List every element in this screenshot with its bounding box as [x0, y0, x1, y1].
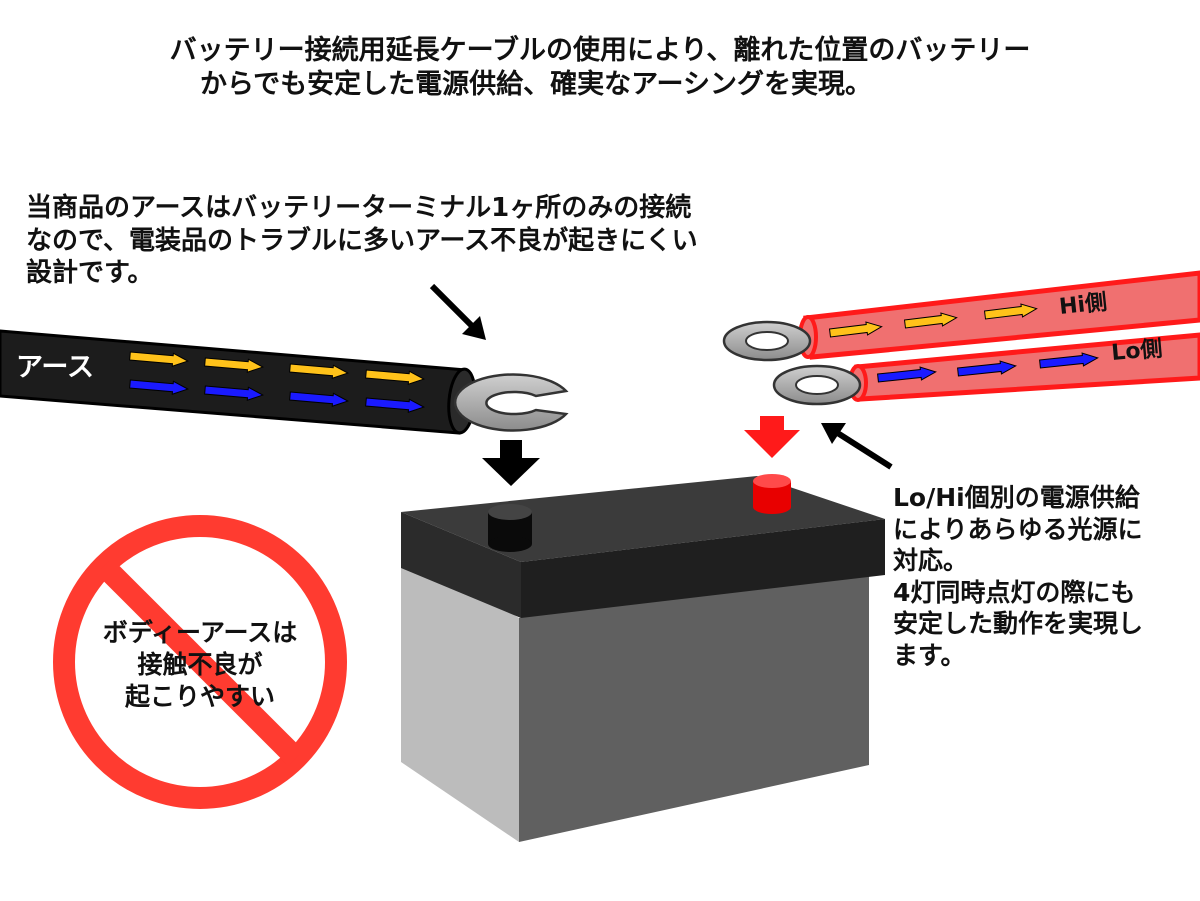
battery-lid-left: [401, 512, 521, 618]
battery-front: [519, 561, 869, 842]
power-note-line-2: によりあらゆる光源に: [893, 514, 1143, 544]
power-note-line-4: 4灯同時点灯の際にも: [893, 577, 1136, 607]
flow-arrow-blue-icon: [365, 397, 426, 413]
lo-cable-label: Lo側: [1110, 337, 1163, 366]
warning-line-1: ボディーアースは: [103, 618, 298, 647]
flow-arrow-yellow-icon: [828, 321, 883, 338]
negative-terminal: [488, 504, 532, 552]
flow-arrow-blue-icon: [1039, 352, 1099, 369]
lo-ring-terminal: [772, 364, 862, 406]
headline-line-1: バッテリー接続用延長ケーブルの使用により、離れた位置のバッテリー: [169, 35, 1031, 66]
warning-line-2: 接触不良が: [137, 650, 262, 679]
power-note: Lo/Hi個別の電源供給 によりあらゆる光源に 対応。 4灯同時点灯の際にも 安…: [893, 482, 1143, 671]
hi-ring-terminal: [722, 320, 812, 362]
positive-terminal: [753, 474, 791, 514]
flow-arrow-yellow-icon: [983, 303, 1038, 320]
warning-text: ボディーアースは 接触不良が 起こりやすい: [103, 618, 298, 711]
flow-arrow-yellow-icon: [129, 351, 190, 367]
headline: バッテリー接続用延長ケーブルの使用により、離れた位置のバッテリー からでも安定し…: [0, 34, 1200, 102]
ground-note-line-2: なので、電装品のトラブルに多いアース不良が起きにくい: [26, 225, 698, 256]
power-note-line-5: 安定した動作を実現し: [893, 609, 1144, 638]
pointer-arrow-ground-icon: [429, 283, 486, 340]
power-note-line-1: Lo/Hi個別の電源供給: [893, 483, 1140, 512]
prohibition-sign-icon: [53, 515, 347, 809]
flow-arrow-blue-icon: [129, 379, 190, 395]
flow-arrow-yellow-icon: [365, 369, 426, 385]
ground-ring-terminal: [453, 373, 569, 432]
hi-cable-label: Hi側: [1058, 290, 1108, 320]
down-arrow-red-icon: [744, 416, 800, 458]
flow-arrow-blue-icon: [957, 360, 1017, 377]
flow-arrow-blue-icon: [877, 366, 937, 383]
current-flow-arrows: [129, 303, 1099, 413]
power-note-line-6: ます。: [893, 640, 966, 670]
flow-arrow-blue-icon: [204, 385, 265, 401]
battery-side: [401, 545, 519, 842]
power-note-line-3: 対応。: [893, 546, 969, 575]
ground-note-line-1: 当商品のアースはバッテリーターミナル1ヶ所のみの接続: [26, 193, 692, 223]
battery-lid-front: [521, 519, 885, 618]
flow-arrow-blue-icon: [289, 391, 350, 407]
ground-note: 当商品のアースはバッテリーターミナル1ヶ所のみの接続 なので、電装品のトラブルに…: [26, 192, 698, 290]
headline-line-2: からでも安定した電源供給、確実なアーシングを実現。: [199, 68, 873, 100]
down-arrow-black-icon: [482, 440, 540, 486]
flow-arrow-yellow-icon: [903, 312, 958, 329]
flow-arrow-yellow-icon: [289, 363, 350, 379]
warning-line-3: 起こりやすい: [125, 682, 275, 711]
flow-arrow-yellow-icon: [204, 357, 265, 373]
ground-cable: アース: [0, 329, 477, 435]
ground-cable-label: アース: [16, 352, 94, 383]
car-battery: [401, 474, 885, 842]
ground-note-line-3: 設計です。: [26, 258, 154, 288]
pointer-arrow-power-icon: [821, 423, 893, 470]
